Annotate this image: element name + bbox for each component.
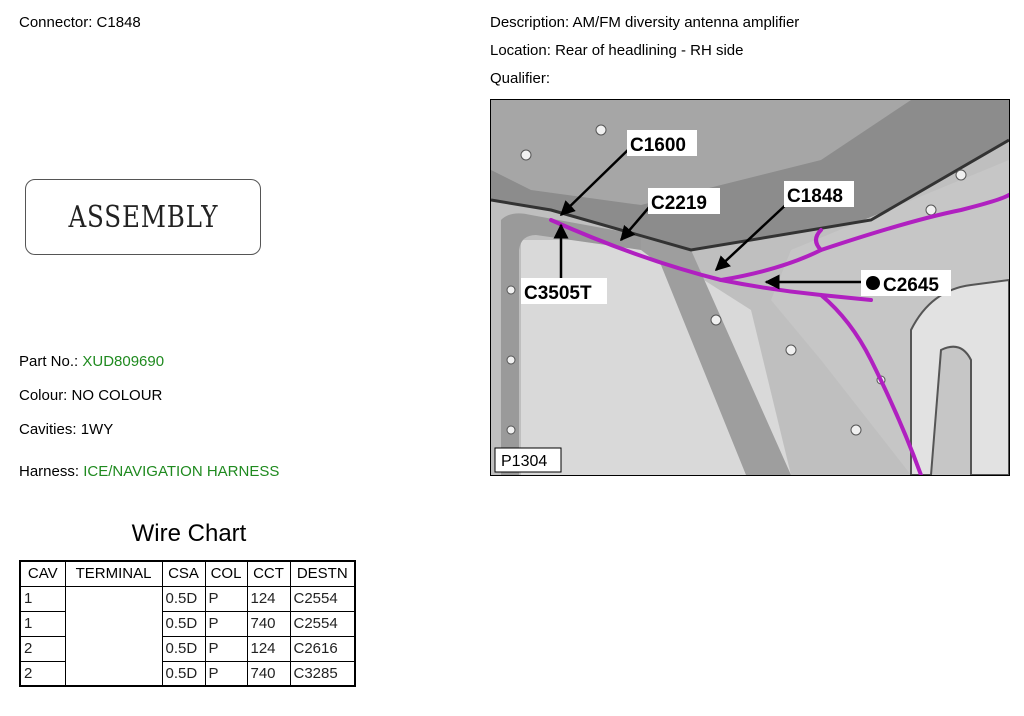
cell-cav: 2 [19,635,66,662]
cell-csa: 0.5D [161,635,206,662]
qualifier-line: Qualifier: [490,70,550,87]
table-row: 2 0.5D P 740 C3285 [19,660,356,687]
harness-label: Harness: [19,463,80,480]
colour-value: NO COLOUR [71,387,163,404]
cell-destn: C3285 [289,660,356,687]
header-cav: CAV [19,560,66,587]
cell-csa: 0.5D [161,610,206,637]
roof-edge [491,138,1009,252]
bullet-dot-icon [866,276,880,290]
cell-col: P [204,585,248,612]
header-destn: DESTN [289,560,356,587]
qualifier-label: Qualifier: [490,70,551,87]
connector-line: Connector: C1848 [19,14,141,31]
cavities-label: Cavities: [19,421,77,438]
roof-inner-panel [491,100,911,205]
connector-label: Connector: [19,14,93,31]
header-col: COL [204,560,248,587]
callout-c2219: C2219 [651,193,707,214]
callout-c1600: C1600 [630,135,686,156]
side-structure [771,160,1009,475]
cell-col: P [204,610,248,637]
wire-chart-header-row: CAV TERMINAL CSA COL CCT DESTN [19,560,356,587]
cell-cct: 740 [246,660,291,687]
vehicle-illustration: C1600 C2219 C1848 C2645 C3505T P1304 [491,100,1009,475]
wire-chart-title: Wire Chart [131,520,247,547]
colour-line: Colour: NO COLOUR [19,387,162,404]
cell-col: P [204,660,248,687]
location-label: Location: [490,42,551,59]
location-diagram: C1600 C2219 C1848 C2645 C3505T P1304 [490,99,1010,476]
table-row: 1 0.5D P 124 C2554 [19,585,356,687]
cell-col: P [204,635,248,662]
pillar-frame [641,235,791,475]
part-no-label: Part No.: [19,353,79,370]
cell-cct: 124 [246,585,291,612]
side-structure [910,278,1009,475]
cell-cct: 740 [246,610,291,637]
header-csa: CSA [161,560,206,587]
cell-cav: 2 [19,660,66,687]
cell-csa: 0.5D [161,585,206,612]
harness-line: Harness: ICE/NAVIGATION HARNESS [19,463,279,480]
description-value: AM/FM diversity antenna amplifier [572,14,800,31]
assembly-label: ASSEMBLY [68,199,218,235]
cell-destn: C2554 [289,585,356,612]
connector-value: C1848 [96,14,141,31]
harness-link[interactable]: ICE/NAVIGATION HARNESS [83,463,280,480]
header-terminal: TERMINAL [64,560,163,587]
cell-cav: 1 [19,610,66,637]
cavities-line: Cavities: 1WY [19,421,113,438]
description-label: Description: [490,14,570,31]
callout-labels: C1600 C2219 C1848 C2645 C3505T [521,130,951,304]
part-no-link[interactable]: XUD809690 [82,353,165,370]
description-line: Description: AM/FM diversity antenna amp… [490,14,799,31]
table-row: 1 0.5D P 740 C2554 [19,610,356,637]
callout-c1848: C1848 [787,186,843,207]
header-cct: CCT [246,560,291,587]
figure-id: P1304 [501,453,547,470]
cell-terminal [64,585,163,687]
callout-c3505t: C3505T [524,283,592,304]
cell-destn: C2554 [289,610,356,637]
assembly-box: ASSEMBLY [25,179,261,255]
cell-cct: 124 [246,635,291,662]
cell-csa: 0.5D [161,660,206,687]
cell-destn: C2616 [289,635,356,662]
part-no-line: Part No.: XUD809690 [19,353,164,370]
cavities-value: 1WY [80,421,114,438]
callout-c2645: C2645 [883,275,939,296]
colour-label: Colour: [19,387,68,404]
callout-arrows [553,146,861,290]
harness-route [549,193,1009,475]
cell-cav: 1 [19,585,66,612]
location-line: Location: Rear of headlining - RH side [490,42,744,59]
location-value: Rear of headlining - RH side [555,42,744,59]
wire-chart-table: CAV TERMINAL CSA COL CCT DESTN 1 0.5D P … [19,560,356,687]
